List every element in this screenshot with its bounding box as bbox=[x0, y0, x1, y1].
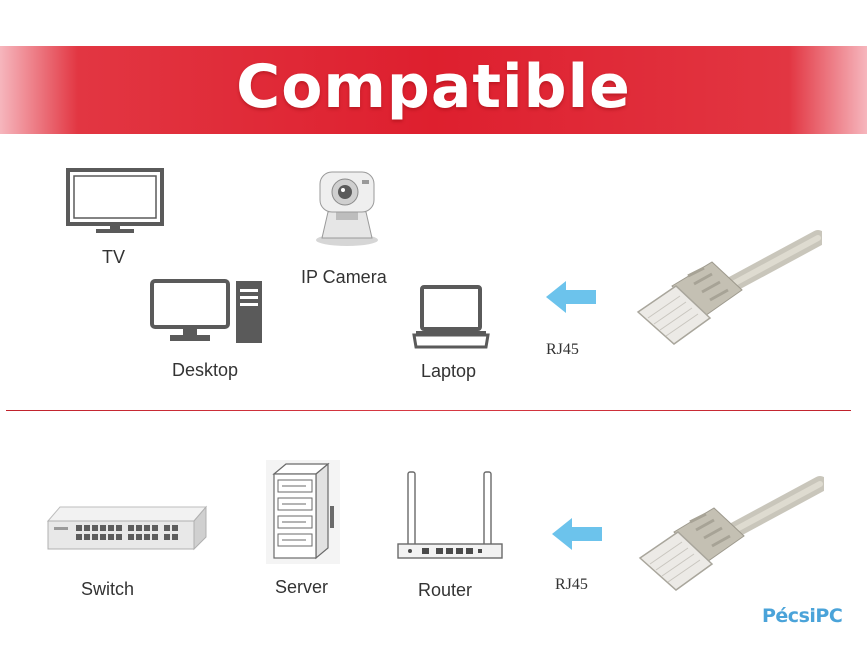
device-label-server: Server bbox=[275, 577, 329, 597]
device-label-tv: TV bbox=[102, 247, 126, 267]
router-icon bbox=[396, 470, 504, 562]
title-banner bbox=[0, 46, 867, 134]
section-divider bbox=[6, 410, 851, 411]
switch-icon bbox=[46, 503, 208, 553]
connector-label-rj45-bottom: RJ45 bbox=[555, 576, 588, 593]
device-label-switch: Switch bbox=[81, 579, 135, 599]
rj45-cable-icon bbox=[634, 472, 824, 600]
tv-icon bbox=[66, 168, 164, 234]
device-label-ip-camera: IP Camera bbox=[301, 267, 387, 287]
device-label-desktop: Desktop bbox=[172, 360, 239, 380]
laptop-icon bbox=[412, 285, 490, 349]
desktop-icon bbox=[150, 279, 264, 345]
rj45-cable-icon bbox=[632, 226, 822, 354]
banner-title: Compatible bbox=[236, 52, 631, 122]
device-label-router: Router bbox=[418, 580, 473, 600]
arrow-left-icon bbox=[546, 281, 598, 313]
ip-camera-icon bbox=[312, 166, 382, 248]
server-icon bbox=[266, 460, 340, 564]
arrow-left-icon bbox=[552, 518, 604, 550]
brand-logo: PécsiPC bbox=[762, 605, 843, 627]
device-label-laptop: Laptop bbox=[421, 361, 477, 381]
connector-label-rj45-top: RJ45 bbox=[546, 341, 579, 358]
